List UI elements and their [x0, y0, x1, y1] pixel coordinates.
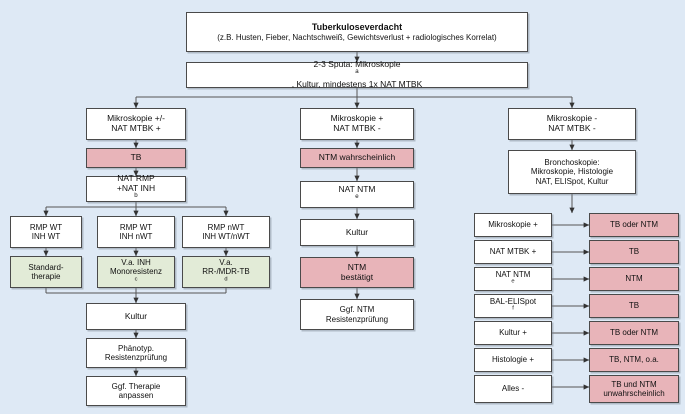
middle-entry-line1: Mikroskopie +	[330, 113, 384, 124]
conclusion-6-line2: unwahrscheinlich	[603, 389, 665, 398]
node-bronchoskopie[interactable]: Bronchoskopie: Mikroskopie, Histologie N…	[508, 150, 636, 194]
resistance-0-line1: RMP WT	[29, 222, 63, 232]
phenotype-line1: Phänotyp.	[117, 343, 155, 353]
therapy-0-line1: Standard-	[28, 262, 64, 272]
node-ntm-likely[interactable]: NTM wahrscheinlich	[300, 148, 414, 168]
adjust-line1: Ggf. Therapie	[111, 381, 161, 391]
middle-entry-line2: NAT MTBK -	[333, 123, 381, 133]
finding-0-label: Mikroskopie +	[488, 220, 538, 230]
ntm-resistance-line1: Ggf. NTM	[339, 305, 375, 315]
finding-1-label: NAT MTBK +	[489, 247, 537, 257]
resistance-2-line1: RMP nWT	[207, 222, 245, 232]
therapy-2-line1: V.a.	[219, 258, 233, 268]
resistance-1-line2: INH nWT	[119, 232, 153, 241]
node-finding-1[interactable]: NAT MTBK +	[474, 240, 552, 264]
node-therapy-0[interactable]: Standard- therapie	[10, 256, 82, 288]
conclusion-3-label: TB	[628, 301, 640, 311]
conclusion-6-line1: TB und NTM	[611, 379, 657, 389]
middle-kultur-label: Kultur	[345, 226, 369, 237]
resistance-0-line2: INH WT	[31, 232, 61, 241]
conclusion-5-label: TB, NTM, o.a.	[609, 355, 659, 365]
node-conclusion-6[interactable]: TB und NTM unwahrscheinlich	[589, 375, 679, 403]
node-conclusion-5[interactable]: TB, NTM, o.a.	[589, 348, 679, 372]
node-ntm-resistance[interactable]: Ggf. NTM Resistenzprüfung	[300, 299, 414, 330]
right-entry-line2: NAT MTBK -	[548, 123, 596, 133]
finding-6-label: Alles -	[501, 384, 525, 394]
node-conclusion-2[interactable]: NTM	[589, 267, 679, 291]
node-resistance-2[interactable]: RMP nWT INH WT/nWT	[182, 216, 270, 248]
nat-line1: NAT RMP	[117, 173, 155, 184]
node-conclusion-0[interactable]: TB oder NTM	[589, 213, 679, 237]
conclusion-2-label: NTM	[625, 274, 643, 284]
node-left-entry[interactable]: Mikroskopie +/- NAT MTBK +	[86, 108, 186, 140]
resistance-2-line2: INH WT/nWT	[202, 232, 250, 241]
node-ntm-confirmed[interactable]: NTM bestätigt	[300, 257, 414, 288]
finding-5-label: Histologie +	[491, 355, 535, 365]
result-tb-label: TB	[130, 152, 142, 163]
node-phenotype-resistance[interactable]: Phänotyp. Resistenzprüfung	[86, 338, 186, 368]
node-right-entry[interactable]: Mikroskopie - NAT MTBK -	[508, 108, 636, 140]
ntm-likely-label: NTM wahrscheinlich	[318, 152, 396, 163]
node-adjust-therapy[interactable]: Ggf. Therapie anpassen	[86, 376, 186, 406]
node-resistance-1[interactable]: RMP WT INH nWT	[97, 216, 175, 248]
therapy-0-line2: therapie	[31, 272, 61, 281]
conclusion-4-label: TB oder NTM	[609, 328, 658, 338]
node-conclusion-4[interactable]: TB oder NTM	[589, 321, 679, 345]
node-middle-kultur[interactable]: Kultur	[300, 219, 414, 246]
finding-4-label: Kultur +	[499, 328, 527, 338]
node-result-tb[interactable]: TB	[86, 148, 186, 168]
phenotype-line2: Resistenzprüfung	[104, 353, 168, 362]
node-conclusion-3[interactable]: TB	[589, 294, 679, 318]
bronchoscopy-line2: Mikroskopie, Histologie	[530, 167, 614, 177]
ntm-resistance-line2: Resistenzprüfung	[325, 314, 389, 324]
node-resistance-0[interactable]: RMP WT INH WT	[10, 216, 82, 248]
resistance-1-line1: RMP WT	[119, 222, 153, 232]
left-entry-line1: Mikroskopie +/-	[107, 113, 165, 124]
node-middle-entry[interactable]: Mikroskopie + NAT MTBK -	[300, 108, 414, 140]
node-finding-4[interactable]: Kultur +	[474, 321, 552, 345]
node-finding-6[interactable]: Alles -	[474, 375, 552, 403]
node-finding-0[interactable]: Mikroskopie +	[474, 213, 552, 237]
left-entry-line2: NAT MTBK +	[111, 123, 161, 133]
conclusion-0-label: TB oder NTM	[609, 220, 658, 230]
bronchoscopy-line1: Bronchoskopie:	[544, 158, 600, 168]
suspicion-title: Tuberkuloseverdacht	[311, 22, 403, 33]
node-tuberkuloseverdacht[interactable]: Tuberkuloseverdacht (z.B. Husten, Fieber…	[186, 12, 528, 52]
ntm-confirmed-line2: bestätigt	[340, 271, 374, 282]
adjust-line2: anpassen	[118, 391, 154, 400]
node-left-kultur[interactable]: Kultur	[86, 303, 186, 330]
node-conclusion-1[interactable]: TB	[589, 240, 679, 264]
left-kultur-label: Kultur	[124, 310, 148, 321]
node-finding-5[interactable]: Histologie +	[474, 348, 552, 372]
therapy-1-line1: V.a. INH	[121, 258, 151, 268]
right-entry-line1: Mikroskopie -	[546, 113, 598, 124]
bronchoscopy-line3: NAT, ELISpot, Kultur	[535, 176, 609, 186]
conclusion-1-label: TB	[628, 247, 640, 257]
suspicion-detail: (z.B. Husten, Fieber, Nachtschweiß, Gewi…	[217, 32, 497, 42]
ntm-confirmed-line1: NTM	[347, 261, 367, 272]
